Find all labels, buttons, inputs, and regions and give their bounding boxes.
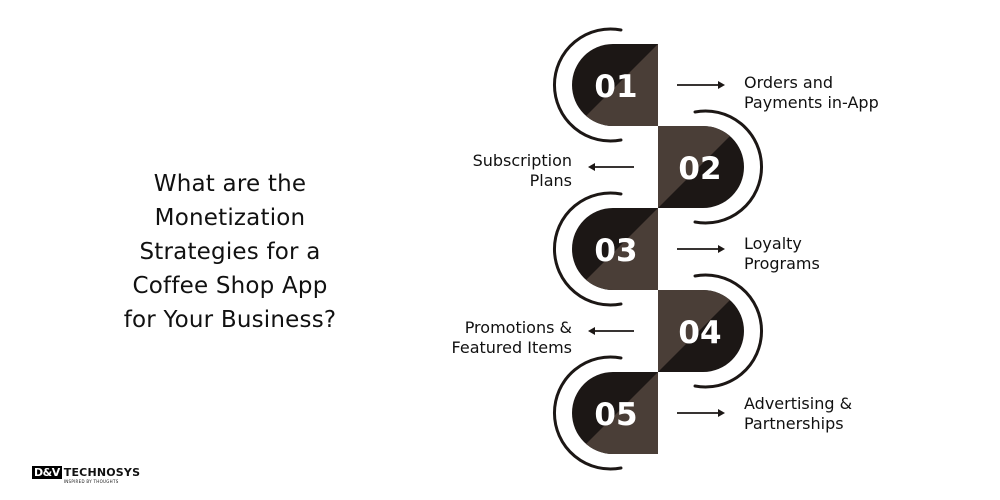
step-capsule-shade bbox=[658, 290, 740, 372]
logo-mark: D&V bbox=[32, 466, 62, 479]
step-number: 04 bbox=[678, 315, 721, 351]
step-02: 02 bbox=[588, 109, 764, 225]
arrow-head-icon bbox=[588, 327, 595, 335]
step-label-03: Loyalty Programs bbox=[744, 234, 820, 273]
step-01: 01 bbox=[552, 27, 725, 143]
step-05: 05 bbox=[552, 355, 725, 471]
step-label-02: Subscription Plans bbox=[472, 151, 572, 190]
page-title: What are the Monetization Strategies for… bbox=[80, 167, 380, 337]
logo-tagline: INSPIRED BY THOUGHTS bbox=[63, 479, 119, 484]
step-capsule-shade bbox=[658, 126, 740, 208]
step-outline-arc bbox=[552, 27, 623, 143]
step-number: 03 bbox=[594, 233, 637, 269]
step-capsule-shade bbox=[576, 208, 658, 290]
step-capsule-shade bbox=[576, 44, 658, 126]
step-number: 02 bbox=[678, 151, 721, 187]
step-outline-arc bbox=[552, 191, 623, 307]
step-outline-arc bbox=[552, 355, 623, 471]
title-line: What are the bbox=[153, 171, 307, 197]
step-04: 04 bbox=[588, 273, 764, 389]
step-outline-arc bbox=[693, 273, 764, 389]
step-label-05: Advertising & Partnerships bbox=[744, 394, 853, 433]
title-line: Strategies for a bbox=[139, 239, 321, 265]
title-line: for Your Business? bbox=[123, 307, 337, 333]
title-line: Coffee Shop App bbox=[132, 273, 328, 299]
step-outline-arc bbox=[693, 109, 764, 225]
logo-name: TECHNOSYS bbox=[63, 466, 141, 479]
step-label-01: Orders and Payments in-App bbox=[744, 73, 879, 112]
step-capsule-shade bbox=[576, 372, 658, 454]
arrow-head-icon bbox=[718, 245, 725, 253]
company-logo: D&V TECHNOSYS INSPIRED BY THOUGHTS bbox=[32, 466, 140, 486]
step-number: 05 bbox=[594, 397, 637, 433]
step-03: 03 bbox=[552, 191, 725, 307]
arrow-head-icon bbox=[588, 163, 595, 171]
arrow-head-icon bbox=[718, 409, 725, 417]
step-label-04: Promotions & Featured Items bbox=[451, 318, 572, 357]
step-number: 01 bbox=[594, 69, 637, 105]
arrow-head-icon bbox=[718, 81, 725, 89]
title-line: Monetization bbox=[154, 205, 306, 231]
